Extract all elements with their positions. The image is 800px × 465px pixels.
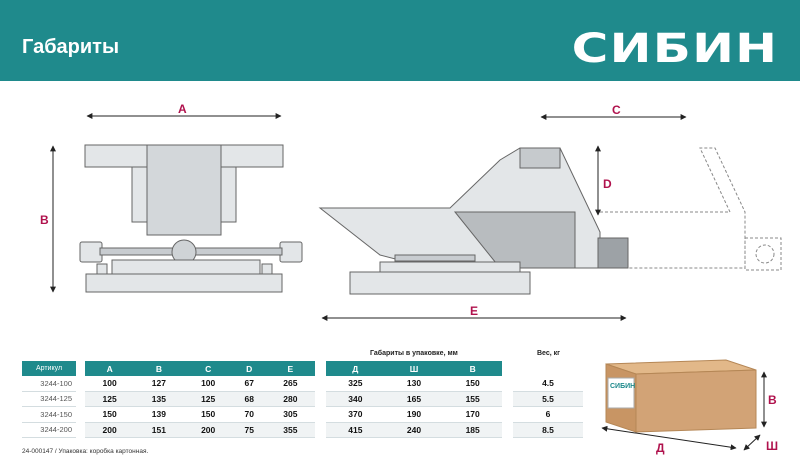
dim-label-e: E — [470, 304, 478, 318]
packaging-box: СИБИН В Ш Д — [601, 359, 778, 455]
box-label-height: В — [768, 393, 777, 407]
dim-cell: 265 — [265, 376, 315, 392]
article-cell: 3244-150 — [22, 407, 76, 423]
table-row: 150 139 150 70 305 — [85, 407, 315, 423]
dim-cell: 125 — [85, 391, 135, 407]
dim-label-c: C — [612, 103, 621, 117]
dim-label-d: D — [603, 177, 612, 191]
packaging-caption: Габариты в упаковке, мм — [370, 350, 458, 357]
header-bar: Габариты СИБИН — [0, 0, 800, 81]
dim-cell: 127 — [134, 376, 184, 392]
pack-header: Д — [326, 361, 385, 376]
vise-front-view — [79, 144, 303, 293]
dim-cell: 135 — [134, 391, 184, 407]
pack-header: Ш — [384, 361, 444, 376]
dim-cell: 67 — [232, 376, 266, 392]
article-header: Артикул — [22, 361, 76, 376]
table-row: 370 190 170 — [326, 407, 502, 423]
dim-header: C — [183, 361, 233, 376]
article-table: Артикул 3244-100 3244-125 3244-150 3244-… — [22, 361, 76, 438]
weight-table: 4.5 5.5 6 8.5 — [513, 376, 583, 438]
table-row: 415 240 185 — [326, 422, 502, 438]
dim-cell: 200 — [183, 422, 233, 438]
pack-cell: 415 — [326, 422, 385, 438]
pack-cell: 130 — [384, 376, 444, 392]
table-row: 325 130 150 — [326, 376, 502, 392]
box-label-width: Ш — [766, 439, 778, 453]
pack-cell: 185 — [443, 422, 502, 438]
dim-cell: 150 — [183, 407, 233, 423]
dim-cell: 100 — [183, 376, 233, 392]
dim-cell: 355 — [265, 422, 315, 438]
dim-cell: 68 — [232, 391, 266, 407]
page-title: Габариты — [22, 36, 120, 58]
dim-header: B — [134, 361, 184, 376]
dim-cell: 200 — [85, 422, 135, 438]
dim-cell: 125 — [183, 391, 233, 407]
pack-header: В — [443, 361, 502, 376]
pack-cell: 240 — [384, 422, 444, 438]
dim-header: E — [265, 361, 315, 376]
footer-note: 24-000147 / Упаковка: коробка картонная. — [22, 448, 149, 455]
weight-cell: 6 — [513, 407, 583, 423]
packaging-table: Д Ш В 325 130 150 340 165 155 370 190 17… — [326, 361, 502, 438]
dim-cell: 305 — [265, 407, 315, 423]
weight-cell: 4.5 — [513, 376, 583, 392]
pack-cell: 340 — [326, 391, 385, 407]
jaw-extended-outline — [600, 147, 782, 271]
pack-cell: 190 — [384, 407, 444, 423]
box-label-length: Д — [656, 441, 665, 455]
dim-cell: 280 — [265, 391, 315, 407]
article-cell: 3244-125 — [22, 392, 76, 407]
dim-cell: 70 — [232, 407, 266, 423]
dim-label-a: A — [178, 102, 187, 116]
pack-cell: 370 — [326, 407, 385, 423]
table-row: 6 — [513, 407, 583, 423]
dim-label-b: B — [40, 213, 49, 227]
vise-side-view — [318, 147, 629, 295]
pack-cell: 170 — [443, 407, 502, 423]
weight-caption: Вес, кг — [537, 350, 561, 357]
pack-cell: 150 — [443, 376, 502, 392]
box-logo: СИБИН — [610, 383, 635, 390]
table-row: 8.5 — [513, 422, 583, 438]
table-row: 125 135 125 68 280 — [85, 391, 315, 407]
weight-cell: 8.5 — [513, 422, 583, 438]
dimensions-table: A B C D E 100 127 100 67 265 125 135 125… — [85, 361, 315, 438]
pack-cell: 165 — [384, 391, 444, 407]
pack-cell: 325 — [326, 376, 385, 392]
brand-logo: СИБИН — [571, 26, 778, 72]
table-row: 340 165 155 — [326, 391, 502, 407]
technical-drawing: A B C D E — [40, 102, 782, 321]
weight-cell: 5.5 — [513, 391, 583, 407]
article-cell: 3244-100 — [22, 376, 76, 392]
table-row: 100 127 100 67 265 — [85, 376, 315, 392]
pack-cell: 155 — [443, 391, 502, 407]
table-row: 200 151 200 75 355 — [85, 422, 315, 438]
dim-header: A — [85, 361, 135, 376]
article-cell: 3244-200 — [22, 423, 76, 438]
dimension-lines — [50, 113, 687, 321]
dim-header: D — [232, 361, 266, 376]
dim-cell: 139 — [134, 407, 184, 423]
table-row: 4.5 — [513, 376, 583, 392]
dim-cell: 75 — [232, 422, 266, 438]
table-row: 5.5 — [513, 391, 583, 407]
dim-cell: 150 — [85, 407, 135, 423]
dim-cell: 151 — [134, 422, 184, 438]
dim-cell: 100 — [85, 376, 135, 392]
